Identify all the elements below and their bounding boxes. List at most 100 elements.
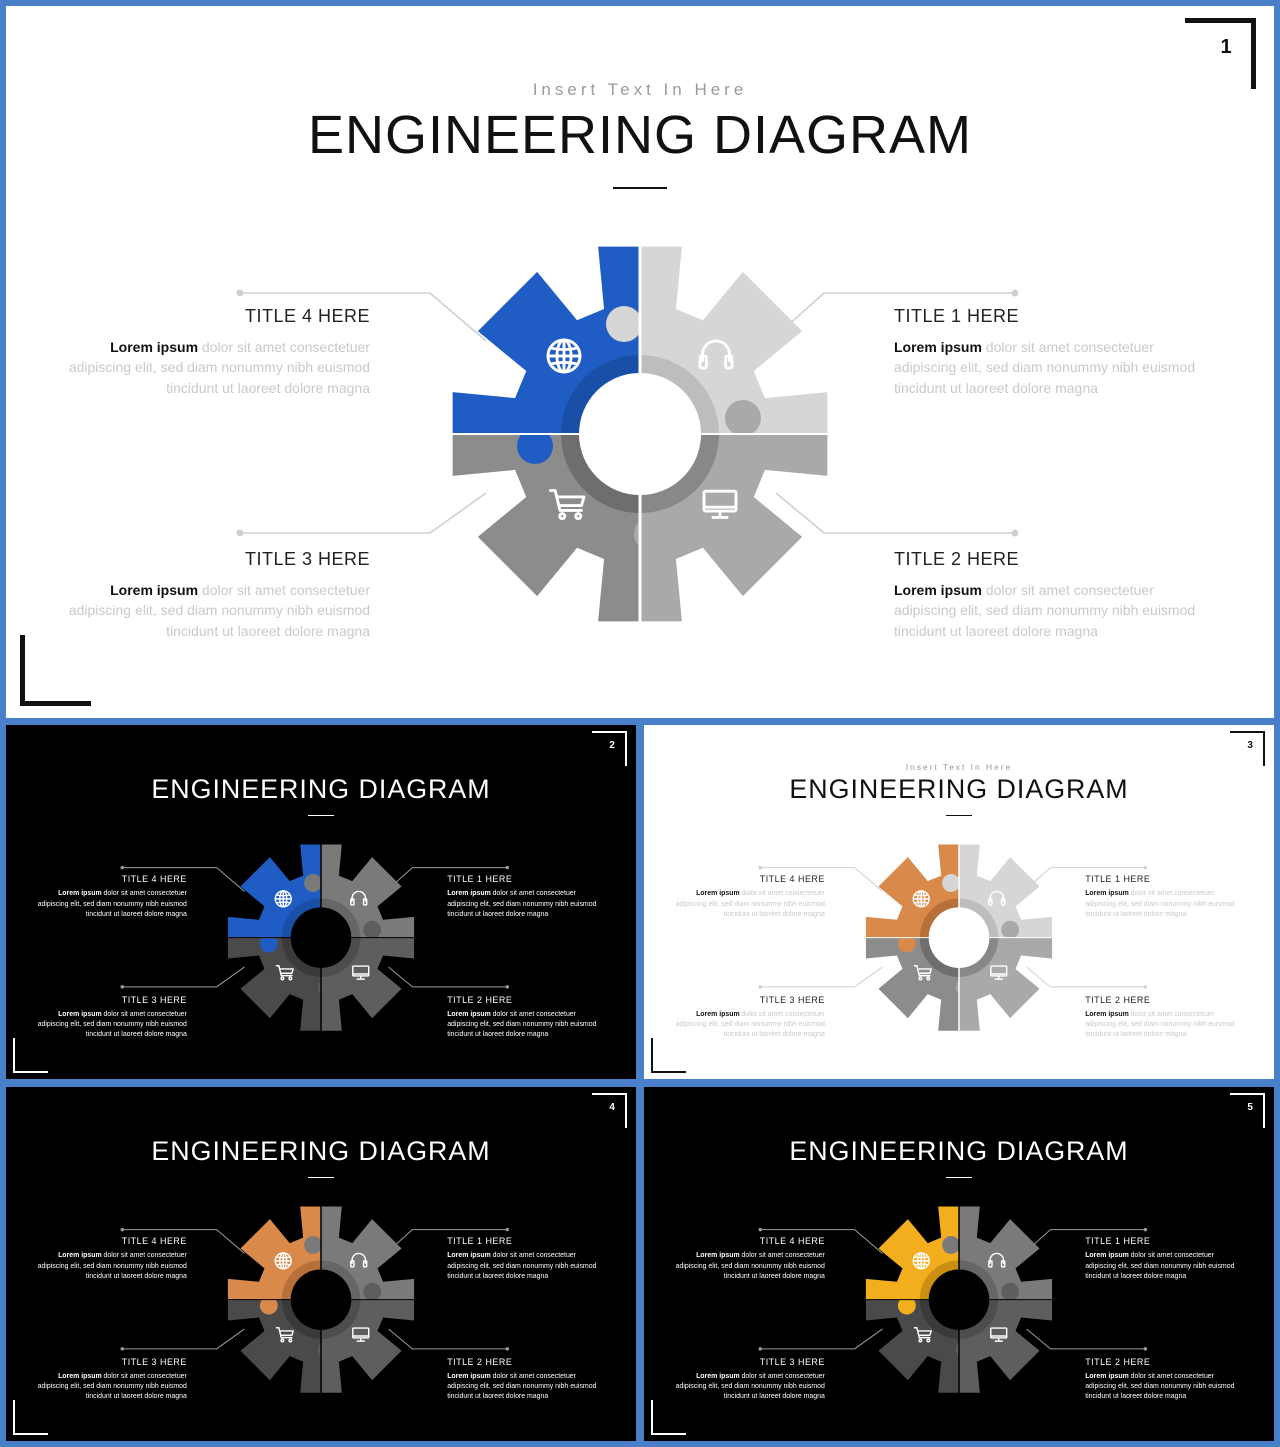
puzzle-knob <box>1001 1282 1020 1301</box>
puzzle-knob <box>259 934 278 953</box>
connector-line <box>758 1328 883 1351</box>
connector-line <box>236 492 487 537</box>
monitor-icon <box>990 1327 1008 1342</box>
item-description-text: dolor sit amet consectetuer adipiscing e… <box>68 582 370 639</box>
gear-ring-segment <box>320 1299 361 1339</box>
item-description: Lorem ipsum dolor sit amet consectetuer … <box>447 1251 601 1281</box>
item-description: Lorem ipsum dolor sit amet consectetuer … <box>894 337 1204 398</box>
item-description-bold: Lorem ipsum <box>58 1252 102 1260</box>
monitor-icon <box>352 965 370 980</box>
item-description: Lorem ipsum dolor sit amet consectetuer … <box>33 1372 187 1402</box>
item-description: Lorem ipsum dolor sit amet consectetuer … <box>60 580 370 641</box>
item-title: TITLE 4 HERE <box>759 874 825 885</box>
item-description: Lorem ipsum dolor sit amet consectetuer … <box>671 1010 825 1040</box>
connector-line <box>758 1227 883 1254</box>
gear-ring-segment <box>958 898 999 938</box>
item-description-bold: Lorem ipsum <box>110 339 199 355</box>
puzzle-knob <box>304 874 322 892</box>
item-description-bold: Lorem ipsum <box>1085 1011 1129 1019</box>
item-description-bold: Lorem ipsum <box>696 890 740 898</box>
item-description: Lorem ipsum dolor sit amet consectetuer … <box>447 889 601 919</box>
item-description-text: dolor sit amet consectetuer adipiscing e… <box>894 339 1196 396</box>
gear <box>225 842 417 1034</box>
puzzle-knob <box>942 1236 960 1254</box>
item-description-text: dolor sit amet consectetuer adipiscing e… <box>37 1011 187 1039</box>
connector-line <box>1026 966 1148 989</box>
item-description: Lorem ipsum dolor sit amet consectetuer … <box>671 1372 825 1402</box>
item-title: TITLE 2 HERE <box>894 549 1020 569</box>
headphones-icon <box>988 890 1006 906</box>
puzzle-knob <box>318 978 336 997</box>
puzzle-knob <box>942 874 960 892</box>
item-description-bold: Lorem ipsum <box>447 1373 491 1381</box>
item-title: TITLE 1 HERE <box>1085 1236 1151 1247</box>
monitor-icon <box>990 965 1008 980</box>
puzzle-knob <box>897 1296 916 1315</box>
item-title: TITLE 2 HERE <box>447 1356 513 1367</box>
globe-icon <box>546 338 582 374</box>
connector-line <box>775 492 1019 537</box>
item-title: TITLE 4 HERE <box>244 306 370 326</box>
connector-line <box>388 966 510 989</box>
item-description-bold: Lorem ipsum <box>696 1373 740 1381</box>
slide-number: 3 <box>1247 739 1253 751</box>
title-underline <box>945 814 973 816</box>
item-description-text: dolor sit amet consectetuer adipiscing e… <box>37 890 187 918</box>
gear <box>448 242 832 626</box>
puzzle-knob <box>956 1340 974 1359</box>
gear-diagram <box>120 842 510 1034</box>
corner-bracket-top-right <box>592 730 628 766</box>
gear-ring-segment <box>919 1260 960 1300</box>
item-title: TITLE 2 HERE <box>1085 1356 1151 1367</box>
item-description: Lorem ipsum dolor sit amet consectetuer … <box>60 337 370 398</box>
gear-ring-segment <box>958 937 999 977</box>
gear-ring-segment <box>281 937 322 977</box>
gear-ring-segment <box>958 1260 999 1300</box>
item-description-text: dolor sit amet consectetuer adipiscing e… <box>675 1011 825 1039</box>
title-underline <box>613 187 667 189</box>
puzzle-knob <box>634 516 670 552</box>
gear-ring-segment <box>958 1299 999 1339</box>
connector-line <box>758 966 883 989</box>
item-description: Lorem ipsum dolor sit amet consectetuer … <box>1085 1372 1239 1402</box>
gear-ring-segment <box>561 355 641 435</box>
item-title: TITLE 1 HERE <box>447 1236 513 1247</box>
item-description-text: dolor sit amet consectetuer adipiscing e… <box>1085 1011 1235 1039</box>
globe-icon <box>912 1252 930 1270</box>
gear-ring-segment <box>639 355 719 435</box>
item-description-text: dolor sit amet consectetuer adipiscing e… <box>675 890 825 918</box>
globe-icon <box>274 1252 292 1270</box>
item-description-text: dolor sit amet consectetuer adipiscing e… <box>37 1373 187 1401</box>
monitor-icon <box>352 1327 370 1342</box>
item-title: TITLE 3 HERE <box>759 1356 825 1367</box>
corner-bracket-top-right <box>1230 1092 1266 1128</box>
puzzle-knob <box>517 428 553 464</box>
shopping-cart-icon <box>275 965 294 981</box>
item-description-text: dolor sit amet consectetuer adipiscing e… <box>447 1373 597 1401</box>
item-description: Lorem ipsum dolor sit amet consectetuer … <box>1085 1251 1239 1281</box>
item-description: Lorem ipsum dolor sit amet consectetuer … <box>33 889 187 919</box>
item-title: TITLE 1 HERE <box>447 874 513 885</box>
puzzle-knob <box>363 920 382 939</box>
item-description-text: dolor sit amet consectetuer adipiscing e… <box>1085 890 1235 918</box>
slide-subtitle: Insert Text In Here <box>532 80 748 99</box>
connector-line <box>120 966 245 989</box>
globe-icon <box>912 890 930 908</box>
gear-ring-segment <box>639 433 719 513</box>
item-description-bold: Lorem ipsum <box>58 1011 102 1019</box>
item-description: Lorem ipsum dolor sit amet consectetuer … <box>33 1251 187 1281</box>
item-description-bold: Lorem ipsum <box>894 582 982 598</box>
gear-ring-segment <box>320 1260 361 1300</box>
slide-title: ENGINEERING DIAGRAM <box>151 773 491 804</box>
connector-line <box>120 1227 245 1254</box>
gear-diagram <box>236 242 1019 626</box>
gear-ring-segment <box>919 1299 960 1339</box>
shopping-cart-icon <box>913 1327 932 1343</box>
item-description: Lorem ipsum dolor sit amet consectetuer … <box>33 1010 187 1040</box>
item-description-bold: Lorem ipsum <box>447 1011 491 1019</box>
item-description-text: dolor sit amet consectetuer adipiscing e… <box>675 1252 825 1280</box>
item-title: TITLE 1 HERE <box>894 306 1020 326</box>
